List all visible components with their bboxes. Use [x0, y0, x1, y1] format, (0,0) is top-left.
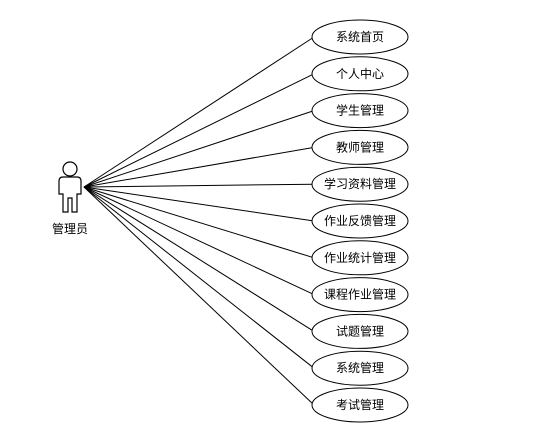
use-case: 作业反馈管理 — [311, 203, 409, 239]
association-line — [83, 146, 315, 188]
actor-label: 管理员 — [52, 221, 88, 236]
association-line — [83, 186, 315, 332]
use-case-ellipse — [311, 203, 409, 239]
use-case-ellipse — [311, 19, 409, 55]
use-case: 学习资料管理 — [311, 166, 409, 202]
association-lines — [83, 36, 315, 406]
actor-body-icon — [58, 176, 82, 213]
use-case-label: 学生管理 — [336, 103, 384, 118]
association-line — [83, 186, 315, 259]
use-case-ellipse — [311, 129, 409, 165]
use-case: 系统管理 — [311, 350, 409, 386]
association-line — [83, 186, 315, 296]
use-case-ellipse — [311, 313, 409, 349]
actor-administrator: 管理员 — [52, 161, 88, 236]
use-case-ellipse — [311, 277, 409, 313]
use-case-label: 课程作业管理 — [324, 287, 396, 302]
association-line — [83, 186, 315, 222]
actor-head — [62, 161, 78, 177]
use-case: 课程作业管理 — [311, 277, 409, 313]
association-line — [83, 183, 315, 188]
use-case: 教师管理 — [311, 129, 409, 165]
use-case-label: 作业反馈管理 — [324, 213, 396, 228]
association-line — [83, 186, 315, 369]
use-case-label: 学习资料管理 — [324, 176, 396, 191]
association-line — [83, 36, 315, 188]
association-line — [83, 186, 315, 406]
use-case-label: 系统管理 — [336, 360, 384, 375]
use-case-label: 考试管理 — [336, 397, 384, 412]
use-case-label: 系统首页 — [336, 30, 384, 44]
use-case-label: 教师管理 — [336, 139, 384, 154]
association-line — [83, 73, 315, 188]
use-case-label: 试题管理 — [336, 323, 384, 338]
association-line — [83, 110, 315, 188]
use-case: 个人中心 — [311, 56, 409, 92]
use-case: 试题管理 — [311, 313, 409, 349]
use-case: 系统首页 — [311, 19, 409, 55]
use-case-ellipse — [311, 240, 409, 276]
use-case-ellipse — [311, 56, 409, 92]
use-case: 学生管理 — [311, 93, 409, 129]
use-case: 作业统计管理 — [311, 240, 409, 276]
use-case-list: 系统首页个人中心学生管理教师管理学习资料管理作业反馈管理作业统计管理课程作业管理… — [311, 19, 409, 423]
use-case-ellipse — [311, 387, 409, 423]
use-case-label: 作业统计管理 — [324, 250, 396, 265]
use-case-ellipse — [311, 166, 409, 202]
use-case-ellipse — [311, 93, 409, 129]
use-case: 考试管理 — [311, 387, 409, 423]
use-case-label: 个人中心 — [336, 66, 384, 81]
use-case-ellipse — [311, 350, 409, 386]
